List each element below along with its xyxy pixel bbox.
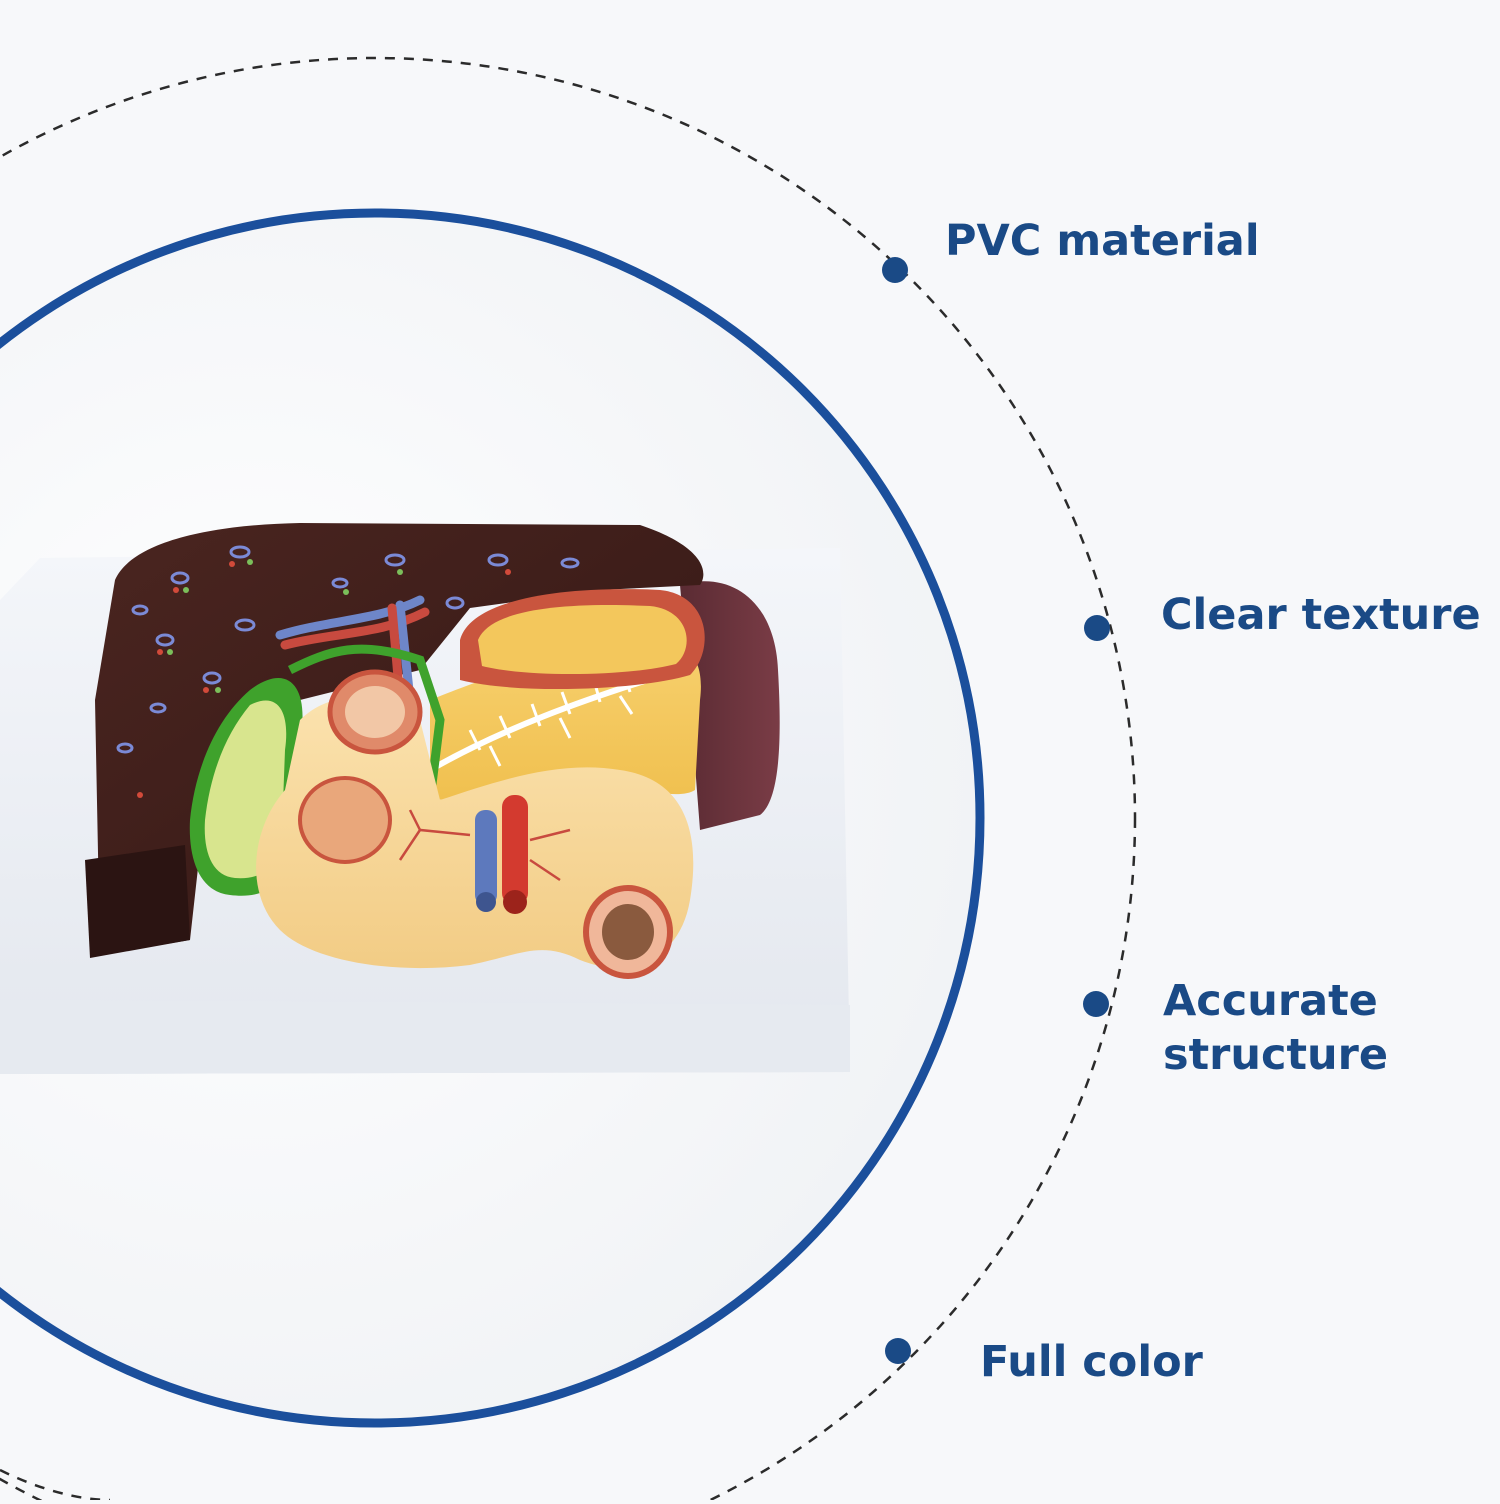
product-photo xyxy=(0,523,850,1074)
feature-label-accurate-structure: Accurate structure xyxy=(1163,974,1388,1082)
bullet-dot-3 xyxy=(1083,991,1109,1017)
feature-label-full-color: Full color xyxy=(980,1335,1203,1389)
bullet-dot-1 xyxy=(882,257,908,283)
feature-label-line: PVC material xyxy=(945,216,1260,266)
outer-dashed-ring xyxy=(0,56,1137,1504)
bullet-dot-2 xyxy=(1084,615,1110,641)
feature-label-line: Clear texture xyxy=(1161,590,1481,640)
spleen xyxy=(680,581,780,830)
feature-label-line: Full color xyxy=(980,1337,1203,1387)
bullet-dot-4 xyxy=(885,1338,911,1364)
feature-label-pvc-material: PVC material xyxy=(945,214,1260,268)
duodenum xyxy=(256,697,694,969)
feature-label-line: structure xyxy=(1163,1030,1388,1080)
feature-label-line: Accurate xyxy=(1163,976,1378,1026)
lower-dashed-arc xyxy=(0,1468,111,1502)
feature-label-clear-texture: Clear texture xyxy=(1161,588,1481,642)
blue-ring xyxy=(0,208,985,1428)
